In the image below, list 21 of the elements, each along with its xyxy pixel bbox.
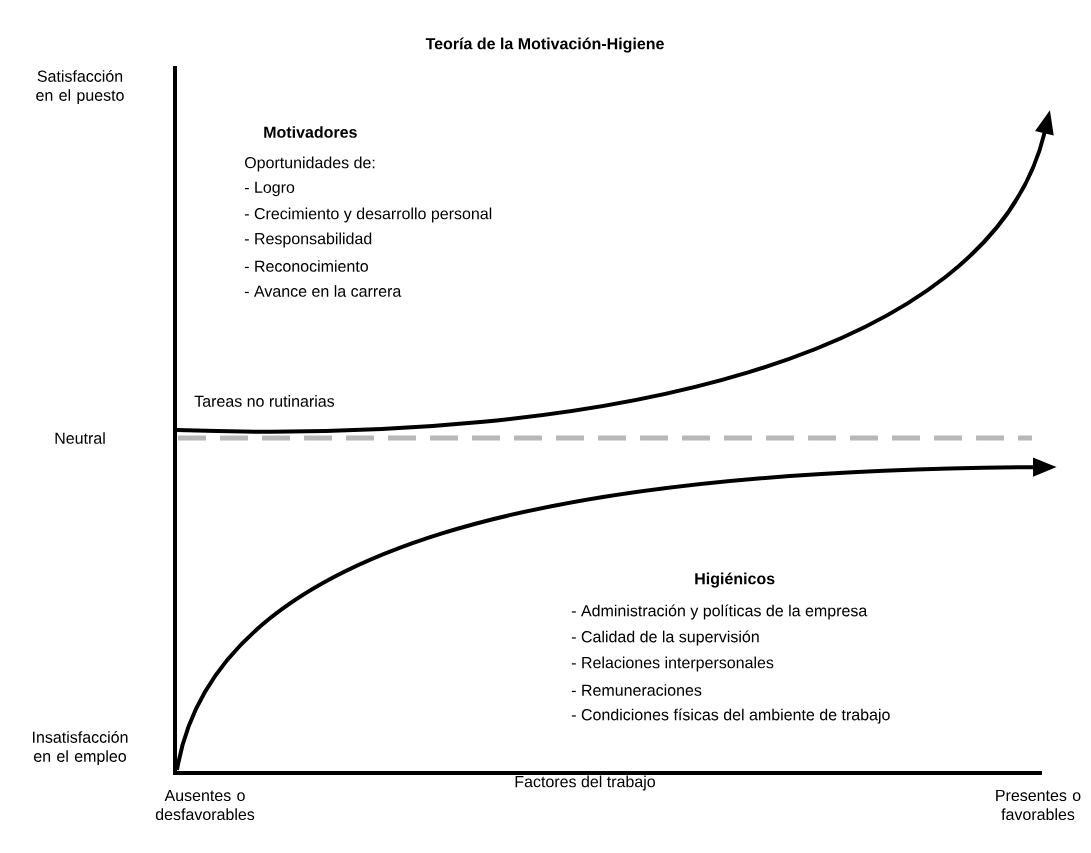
axis-label: Presentes o favorables bbox=[996, 789, 1081, 821]
axis-label: Insatisfacción en el empleo bbox=[33, 730, 128, 766]
curve-label: Tareas no rutinarias bbox=[194, 395, 335, 407]
list-item: - Condiciones físicas del ambiente de trabajo bbox=[571, 708, 890, 724]
list-item: - Administración y políticas de la empresa bbox=[571, 604, 868, 620]
list-item: - Logro bbox=[244, 181, 295, 197]
list-item: - Reconocimiento bbox=[244, 260, 368, 272]
list-item: - Crecimiento y desarrollo personal bbox=[244, 207, 492, 223]
axis-title: Factores del trabajo bbox=[515, 775, 655, 791]
axis-label: Satisfacción en el puesto bbox=[36, 69, 124, 105]
list-text: Oportunidades de: bbox=[244, 156, 375, 172]
group-heading: Higiénicos bbox=[695, 572, 775, 588]
title: Teoría de la Motivación-Higiene bbox=[425, 37, 664, 53]
list-item: - Remuneraciones bbox=[571, 684, 702, 696]
axis-label: Ausentes o desfavorables bbox=[155, 789, 255, 821]
list-item: - Calidad de la supervisión bbox=[571, 630, 759, 646]
list-item: - Responsabilidad bbox=[244, 232, 372, 248]
axis-label: Neutral bbox=[55, 432, 105, 444]
list-item: - Relaciones interpersonales bbox=[571, 656, 774, 672]
group-heading: Motivadores bbox=[264, 126, 357, 138]
list-item: - Avance en la carrera bbox=[244, 285, 402, 297]
